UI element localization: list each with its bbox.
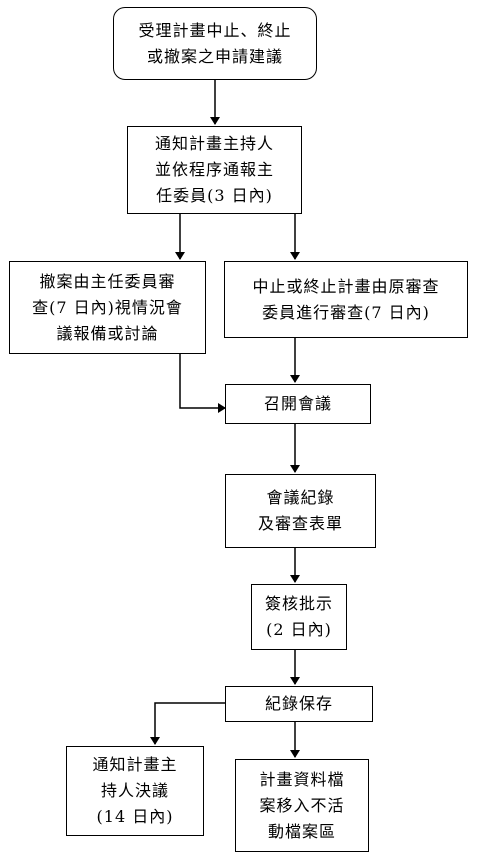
inactive-line-2: 案移入不活 [259, 795, 345, 815]
minutes-line-2: 及審查表單 [257, 514, 343, 533]
notify-line-3: 任委員(3 日內) [156, 186, 273, 205]
minutes-box: 會議紀錄 及審查表單 [225, 474, 376, 548]
terminate-line-1: 中止或終止計畫由原審查 [252, 276, 440, 296]
minutes-line-1: 會議紀錄 [266, 488, 335, 507]
notify-line-2: 並依程序通報主 [154, 160, 274, 179]
archive-box: 紀錄保存 [225, 686, 373, 722]
notify-pi-line-2: 持人決議 [100, 781, 169, 800]
withdraw-review-box: 撤案由主任委員審 查(7 日內)視情況會 議報備或討論 [9, 261, 206, 354]
start-box: 受理計畫中止、終止 或撤案之申請建議 [113, 7, 317, 80]
withdraw-line-3: 議報備或討論 [56, 323, 159, 343]
notify-pi-box: 通知計畫主 持人決議 (14 日內) [66, 746, 204, 836]
inactive-line-1: 計畫資料檔 [259, 769, 345, 789]
approve-line-1: 簽核批示 [264, 594, 333, 613]
inactive-archive-box: 計畫資料檔 案移入不活 動檔案區 [235, 759, 369, 852]
notify-pi-line-3: (14 日內) [96, 807, 174, 826]
inactive-line-3: 動檔案區 [267, 821, 336, 841]
approve-box: 簽核批示 (2 日內) [251, 584, 347, 650]
notify-pi-line-1: 通知計畫主 [92, 755, 178, 774]
terminate-review-box: 中止或終止計畫由原審查 委員進行審查(7 日內) [224, 261, 468, 338]
meeting-box: 召開會議 [225, 384, 371, 424]
meeting-label: 召開會議 [263, 394, 332, 413]
arrow-archive-to-notify-pi [150, 702, 225, 745]
approve-line-2: (2 日內) [266, 620, 332, 639]
notify-line-1: 通知計畫主持人 [154, 134, 274, 153]
withdraw-line-2: 查(7 日內)視情況會 [32, 297, 183, 317]
notify-box: 通知計畫主持人 並依程序通報主 任委員(3 日內) [127, 126, 302, 214]
withdraw-line-1: 撤案由主任委員審 [39, 271, 176, 291]
arrow-withdraw-to-meeting [179, 354, 226, 413]
archive-label: 紀錄保存 [264, 694, 333, 713]
start-line-2: 或撤案之申請建議 [146, 46, 283, 66]
terminate-line-2: 委員進行審查(7 日內) [262, 302, 430, 322]
start-line-1: 受理計畫中止、終止 [138, 20, 292, 40]
